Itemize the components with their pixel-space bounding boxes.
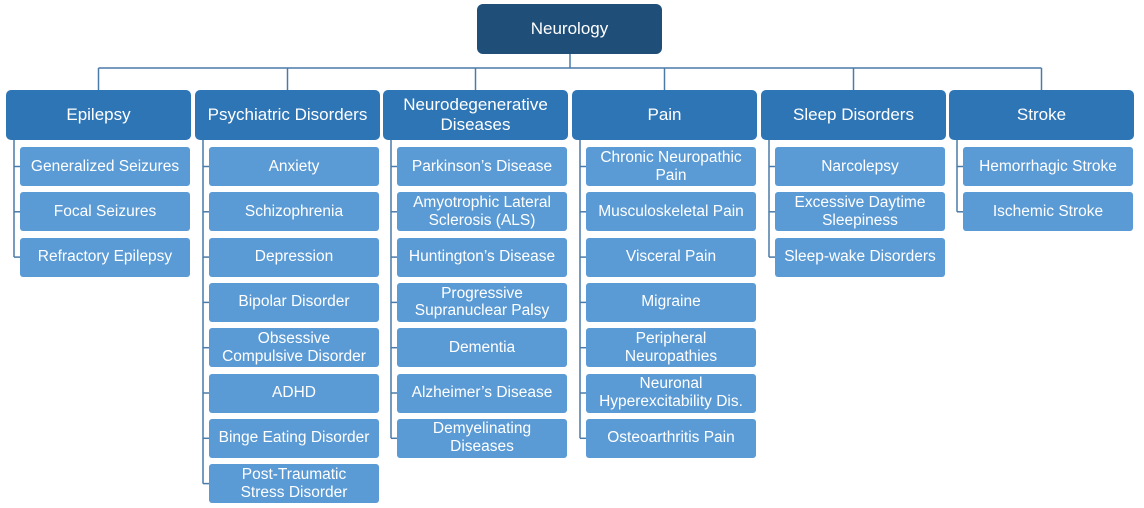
item-node: Post-Traumatic Stress Disorder: [209, 464, 379, 504]
item-node: Generalized Seizures: [20, 147, 190, 186]
item-node: Amyotrophic Lateral Sclerosis (ALS): [397, 192, 567, 232]
item-node: Excessive Daytime Sleepiness: [775, 192, 945, 232]
category-node: Neurodegenerative Diseases: [383, 90, 568, 140]
item-node: Anxiety: [209, 147, 379, 186]
item-node: Obsessive Compulsive Disorder: [209, 328, 379, 368]
item-node: Demyelinating Diseases: [397, 418, 567, 458]
item-node: Narcolepsy: [775, 147, 945, 186]
item-node: Hemorrhagic Stroke: [963, 147, 1133, 186]
item-node: Chronic Neuropathic Pain: [586, 147, 756, 186]
item-node: Musculoskeletal Pain: [586, 192, 756, 232]
item-node: Parkinson’s Disease: [397, 147, 567, 186]
item-node: Visceral Pain: [586, 237, 756, 277]
item-node: Sleep-wake Disorders: [775, 237, 945, 277]
item-node: Migraine: [586, 282, 756, 322]
item-node: Depression: [209, 237, 379, 277]
item-node: Schizophrenia: [209, 192, 379, 232]
item-node: Alzheimer’s Disease: [397, 373, 567, 413]
item-node: Bipolar Disorder: [209, 282, 379, 322]
item-node: Dementia: [397, 328, 567, 368]
category-node: Epilepsy: [6, 90, 191, 140]
root-node: Neurology: [477, 4, 662, 54]
item-node: Peripheral Neuropathies: [586, 328, 756, 368]
item-node: Focal Seizures: [20, 192, 190, 232]
category-node: Psychiatric Disorders: [195, 90, 380, 140]
category-node: Sleep Disorders: [761, 90, 946, 140]
item-node: Osteoarthritis Pain: [586, 418, 756, 458]
item-node: Binge Eating Disorder: [209, 418, 379, 458]
item-node: Huntington’s Disease: [397, 237, 567, 277]
item-node: ADHD: [209, 373, 379, 413]
item-node: Ischemic Stroke: [963, 192, 1133, 232]
category-node: Pain: [572, 90, 757, 140]
item-node: Neuronal Hyperexcitability Dis.: [586, 373, 756, 413]
item-node: Refractory Epilepsy: [20, 237, 190, 277]
item-node: Progressive Supranuclear Palsy: [397, 282, 567, 322]
category-node: Stroke: [949, 90, 1134, 140]
